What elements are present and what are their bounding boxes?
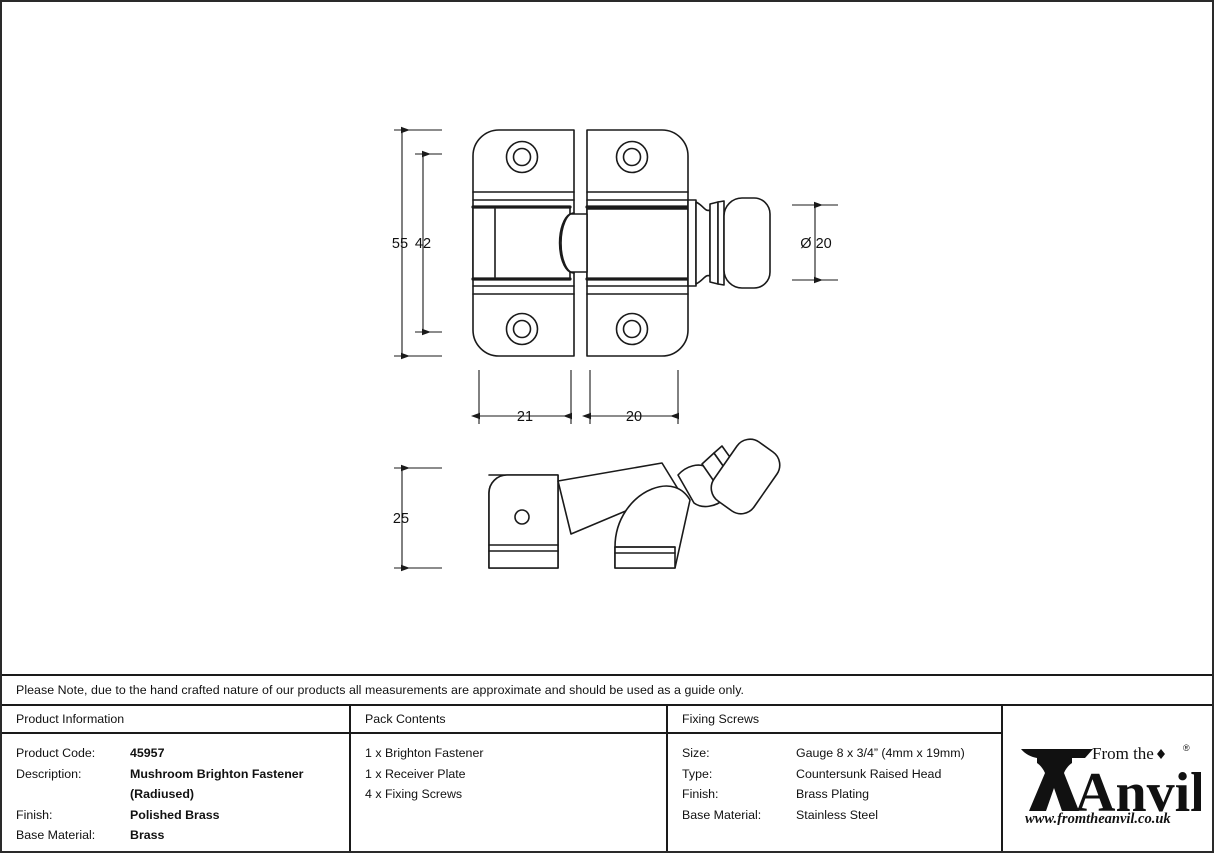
fixing-screws-column: Fixing Screws Size: Gauge 8 x 3/4” (4mm …: [666, 706, 1001, 851]
dimension-plate-width: [471, 370, 572, 424]
dimension-label-plate-width: 21: [517, 409, 533, 425]
product-information-body: Product Code: 45957 Description: Mushroo…: [2, 734, 349, 846]
spec-row: Base Material: Stainless Steel: [682, 805, 965, 826]
fastener-arm-side: [557, 438, 781, 569]
product-info-table: Product Information Product Code: 45957 …: [2, 706, 1212, 851]
dimension-side-height: [394, 464, 442, 572]
spec-row: Size: Gauge 8 x 3/4” (4mm x 19mm): [682, 743, 965, 764]
fixing-screws-body: Size: Gauge 8 x 3/4” (4mm x 19mm) Type: …: [668, 734, 1001, 825]
spec-key: Description:: [16, 766, 82, 781]
receiver-plate-side: [488, 474, 559, 569]
spec-value-continuation: (Radiused): [130, 787, 195, 802]
spec-value: Polished Brass: [130, 807, 220, 822]
dimension-plate-height: [415, 150, 442, 336]
product-information-column: Product Information Product Code: 45957 …: [2, 706, 349, 851]
pack-content-item: 4 x Fixing Screws: [365, 787, 463, 802]
product-information-header: Product Information: [2, 706, 349, 734]
spec-value: Countersunk Raised Head: [796, 766, 942, 781]
logo-url-text: www.fromtheanvil.co.uk: [1025, 811, 1171, 825]
spec-value: Mushroom Brighton Fastener: [130, 766, 304, 781]
logo-top-text: From the: [1092, 744, 1154, 763]
shank-front: [558, 212, 588, 274]
pack-content-item: 1 x Receiver Plate: [365, 766, 466, 781]
spec-key: [16, 784, 130, 805]
dimension-knob-diameter: [792, 201, 838, 284]
dimension-label-side-height: 25: [393, 511, 409, 527]
pack-contents-header: Pack Contents: [351, 706, 666, 734]
logo-main-text: Anvil: [1075, 762, 1201, 824]
spec-value: Gauge 8 x 3/4” (4mm x 19mm): [796, 746, 965, 760]
technical-drawing-svg: 55 42 Ø 20 21 20 25: [392, 126, 838, 572]
spec-key: Finish:: [682, 787, 719, 802]
dimension-overall-height: [394, 126, 442, 360]
spec-value: Stainless Steel: [796, 807, 878, 822]
receiver-plate-front: [471, 129, 575, 357]
spec-row: Type: Countersunk Raised Head: [682, 764, 965, 785]
measurement-note-text: Please Note, due to the hand crafted nat…: [16, 683, 745, 697]
anvil-logo-icon: From the Anvil ® www.fromtheanvil.co.uk: [1020, 743, 1201, 825]
dimension-knob-projection: [582, 370, 679, 424]
fixing-screws-header: Fixing Screws: [668, 706, 1001, 734]
spec-row: (Radiused): [16, 784, 303, 805]
mushroom-knob-front: [687, 197, 771, 289]
spec-key: Product Code:: [16, 746, 96, 760]
spec-key: Base Material:: [16, 828, 96, 843]
brand-logo: From the Anvil ® www.fromtheanvil.co.uk: [1003, 706, 1212, 851]
spec-value: 45957: [130, 746, 165, 760]
spec-key: Size:: [682, 746, 710, 760]
diamond-icon: [1156, 748, 1165, 759]
spec-key: Base Material:: [682, 807, 762, 822]
spec-key: Type:: [682, 766, 713, 781]
spec-row: Finish: Brass Plating: [682, 784, 965, 805]
spec-row: Description: Mushroom Brighton Fastener: [16, 764, 303, 785]
fastener-plate-front: [585, 129, 690, 357]
pack-content-item: 1 x Brighton Fastener: [365, 746, 484, 760]
registered-trademark-icon: ®: [1183, 743, 1190, 753]
dimension-label-knob-projection: 20: [626, 409, 642, 425]
pack-contents-column: Pack Contents 1 x Brighton Fastener 1 x …: [349, 706, 666, 851]
spec-key: Finish:: [16, 807, 53, 822]
measurement-note-row: Please Note, due to the hand crafted nat…: [2, 674, 1212, 706]
dimension-label-overall-height: 55: [392, 236, 408, 252]
dimension-label-knob-diameter: Ø 20: [800, 236, 831, 252]
technical-drawing-area: 55 42 Ø 20 21 20 25: [2, 2, 1212, 674]
spec-row: Base Material: Brass: [16, 825, 303, 846]
brand-logo-column: From the Anvil ® www.fromtheanvil.co.uk: [1001, 706, 1212, 851]
spec-row: Finish: Polished Brass: [16, 805, 303, 826]
pack-contents-body: 1 x Brighton Fastener 1 x Receiver Plate…: [351, 734, 666, 805]
spec-value: Brass Plating: [796, 787, 870, 802]
spec-value: Brass: [130, 828, 165, 843]
dimension-label-plate-height: 42: [415, 236, 431, 252]
spec-row: Product Code: 45957: [16, 743, 303, 764]
